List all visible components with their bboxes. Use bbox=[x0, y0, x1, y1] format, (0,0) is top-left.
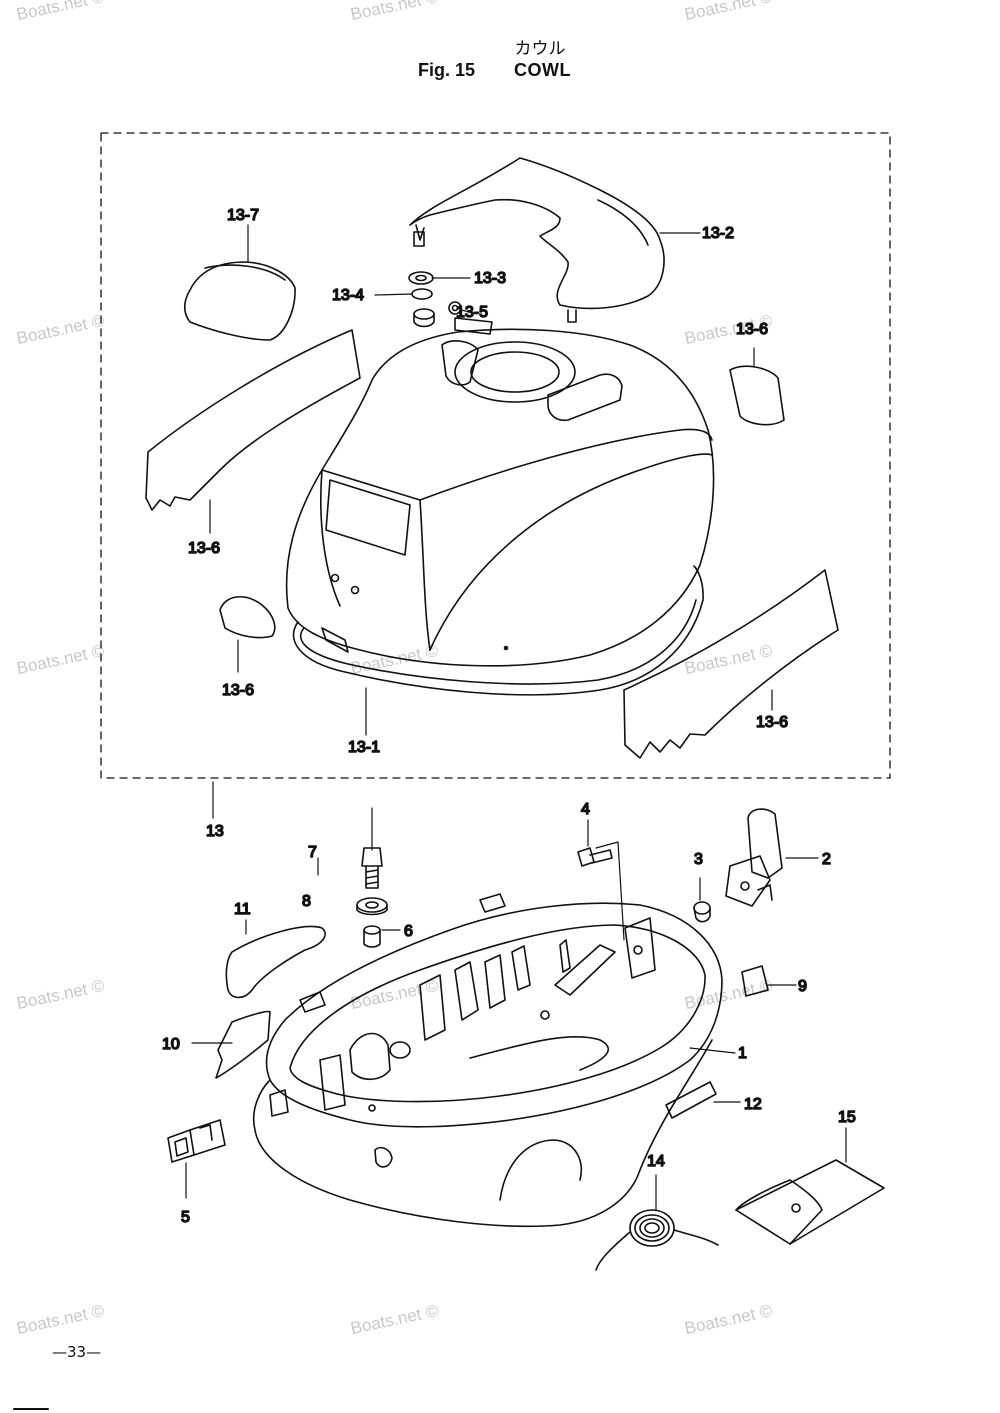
part-15-pouch bbox=[735, 1159, 885, 1245]
callout-13-6-left: 13-6 bbox=[188, 540, 220, 557]
part-8-washer bbox=[356, 897, 388, 916]
part-12-plate bbox=[665, 1081, 717, 1119]
callout-5: 5 bbox=[181, 1209, 190, 1226]
callout-9: 9 bbox=[798, 978, 807, 995]
callout-13-1: 13-1 bbox=[348, 739, 380, 756]
leader-lines bbox=[185, 224, 847, 1211]
part-5-bracket bbox=[167, 1119, 226, 1163]
callout-2: 2 bbox=[822, 851, 831, 868]
fittings-13-3-13-4-13-5 bbox=[408, 271, 462, 328]
callout-12: 12 bbox=[744, 1096, 762, 1113]
callout-11: 11 bbox=[234, 901, 251, 918]
figure-number: Fig. 15 bbox=[418, 60, 476, 80]
part-13-7-pad bbox=[183, 261, 296, 341]
part-3-collar bbox=[693, 901, 711, 923]
callout-7: 7 bbox=[308, 844, 317, 861]
title-japanese: カウル bbox=[514, 39, 566, 59]
callout-4: 4 bbox=[581, 801, 590, 818]
callout-13-7: 13-7 bbox=[227, 207, 259, 224]
callout-13-6-small-left: 13-6 bbox=[222, 682, 254, 699]
callout-3: 3 bbox=[694, 851, 703, 868]
page-number: —33— bbox=[52, 1343, 102, 1361]
callout-13: 13 bbox=[206, 823, 224, 840]
callout-15: 15 bbox=[838, 1109, 856, 1126]
callout-13-6-upper-right: 13-6 bbox=[736, 321, 768, 338]
figure-title: COWL bbox=[514, 60, 571, 80]
callout-13-2: 13-2 bbox=[702, 225, 734, 242]
part-4-bolt bbox=[577, 847, 613, 867]
bottom-cowl-shape bbox=[252, 893, 723, 1228]
assembly-13-boundary bbox=[100, 132, 891, 779]
part-6-grommet bbox=[363, 925, 381, 948]
part-13-6-decal-small-left bbox=[219, 596, 276, 639]
part-10-strip bbox=[215, 1010, 271, 1079]
part-11-seal bbox=[225, 925, 326, 999]
top-cowl-shape bbox=[285, 317, 715, 696]
callout-13-3: 13-3 bbox=[474, 270, 506, 287]
part-13-6-decal-upper-right bbox=[729, 365, 785, 426]
callout-10: 10 bbox=[162, 1036, 180, 1053]
part-7-bolt bbox=[361, 847, 383, 889]
part-2-latch bbox=[725, 808, 783, 907]
callout-13-6-lower-right: 13-6 bbox=[756, 714, 788, 731]
callout-14: 14 bbox=[647, 1153, 665, 1170]
callout-13-4: 13-4 bbox=[332, 287, 364, 304]
callout-13-5: 13-5 bbox=[456, 304, 488, 321]
part-9-pad bbox=[741, 965, 769, 997]
callout-1: 1 bbox=[738, 1045, 747, 1062]
part-13-6-decal-lower-right bbox=[623, 569, 839, 759]
part-13-7-pad-edge bbox=[204, 264, 286, 281]
callout-6: 6 bbox=[404, 923, 413, 940]
part-13-2-cover bbox=[409, 157, 665, 323]
callout-8: 8 bbox=[302, 893, 311, 910]
part-14-spring bbox=[595, 1209, 719, 1271]
part-13-6-decal-left bbox=[145, 329, 361, 511]
